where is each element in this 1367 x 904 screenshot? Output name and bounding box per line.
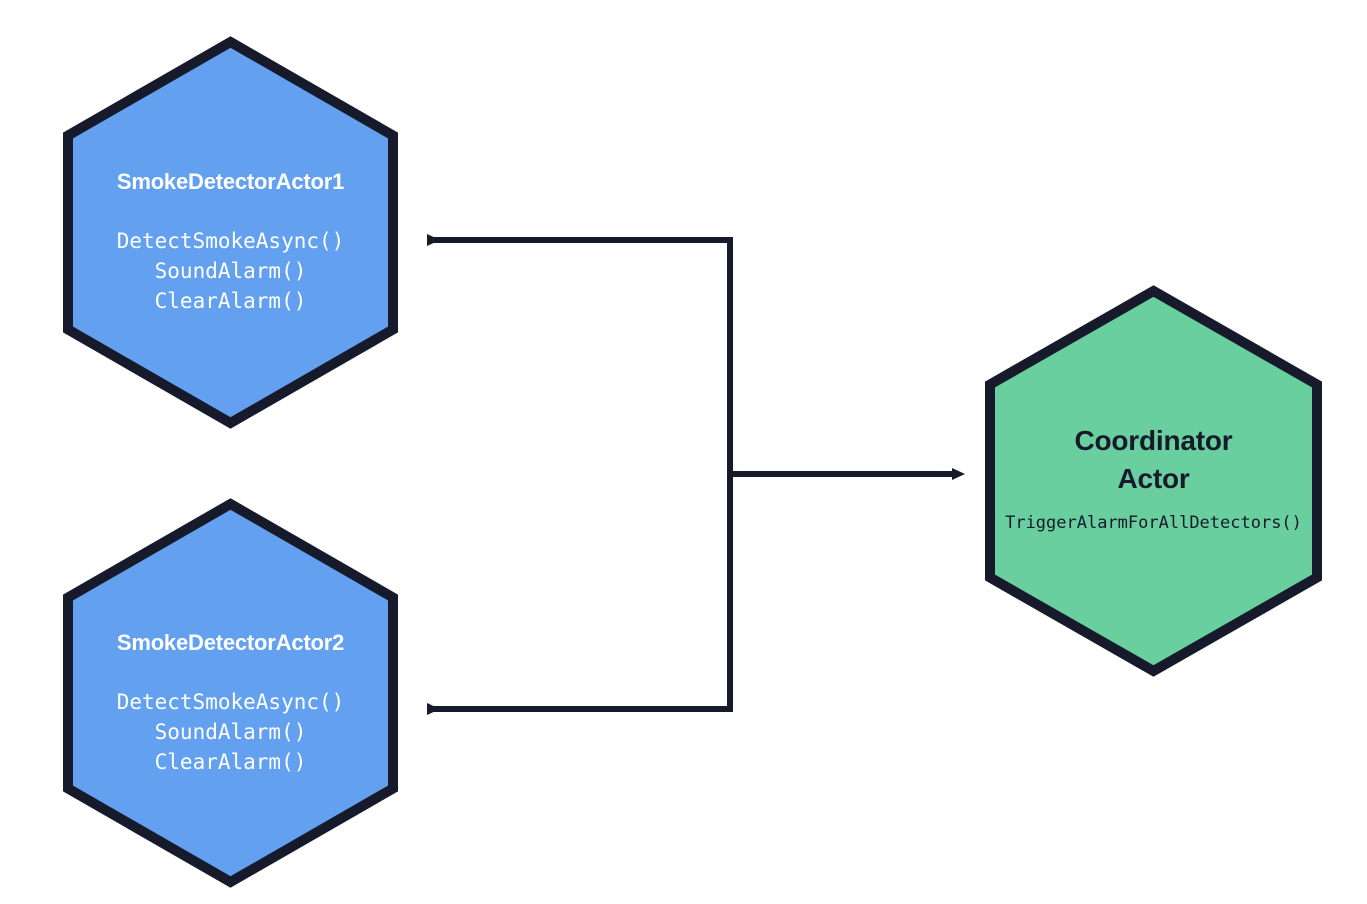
node-smoke-detector-actor-1[interactable]: SmokeDetectorActor1 DetectSmokeAsync() S… [63, 36, 398, 429]
node-coordinator-actor[interactable]: Coordinator Actor TriggerAlarmForAllDete… [985, 285, 1322, 677]
edge-layer [427, 234, 965, 715]
hexagon-shape [63, 36, 398, 429]
hexagon-shape [985, 285, 1322, 677]
hexagon-shape [63, 498, 398, 888]
node-smoke-detector-actor-2[interactable]: SmokeDetectorActor2 DetectSmokeAsync() S… [63, 498, 398, 888]
